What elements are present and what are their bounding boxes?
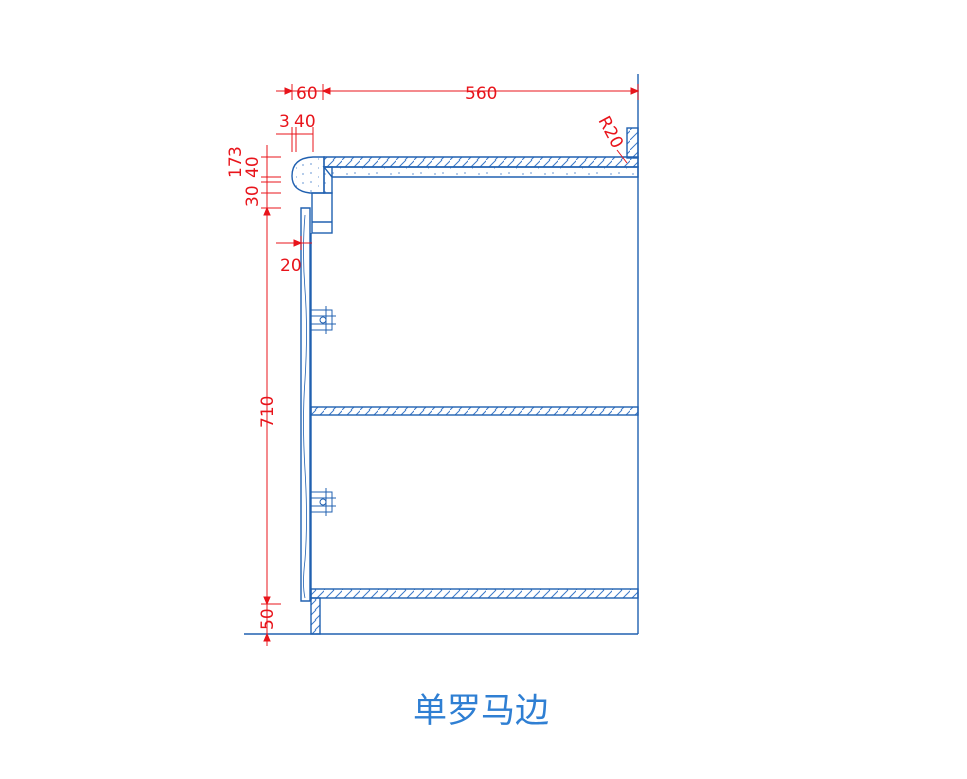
roman-edge	[291, 156, 325, 194]
dim-17: 17	[226, 156, 246, 178]
dim-60: 60	[296, 84, 318, 104]
countertop-under	[322, 166, 639, 178]
dim-20: 20	[280, 256, 302, 276]
countertop	[323, 156, 639, 168]
dim-3-left: 3	[226, 146, 246, 157]
edge-strip	[323, 166, 333, 194]
drawing-title: 单罗马边	[413, 691, 549, 731]
kickboard	[310, 597, 321, 635]
cabinet-outline	[244, 74, 639, 635]
top-rail	[311, 192, 333, 234]
dim-710: 710	[258, 396, 278, 428]
middle-shelf	[310, 406, 639, 416]
dim-3: 3	[279, 112, 290, 132]
backsplash	[626, 127, 639, 159]
dim-50: 50	[258, 608, 278, 630]
dim-r20: R20	[594, 113, 627, 152]
dim-40-top: 40	[294, 112, 316, 132]
hinge-icon	[309, 488, 336, 516]
dim-30: 30	[243, 185, 263, 207]
bottom-shelf	[310, 588, 639, 599]
dim-40-left: 40	[243, 156, 263, 178]
dimension-lines	[261, 84, 640, 646]
dim-560: 560	[465, 84, 497, 104]
door-panel	[300, 207, 311, 602]
hinge-icon	[309, 306, 336, 334]
